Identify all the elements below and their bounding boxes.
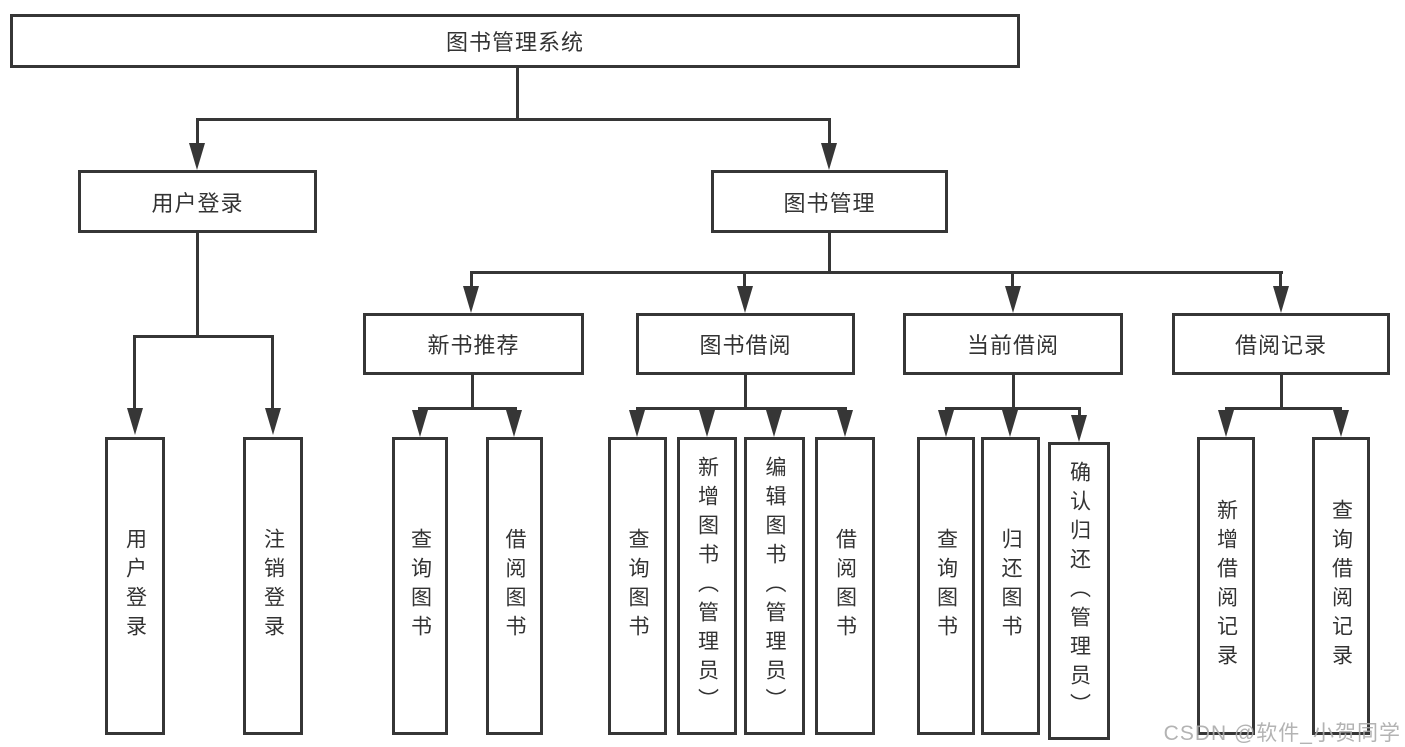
- connector-user-login-children: [133, 335, 274, 338]
- arrow-down-leaf-logout: [265, 408, 281, 435]
- leaf-edit-books-admin-label: 编辑图书（管理员）: [763, 455, 786, 717]
- leaf-user-login-label: 用户登录: [123, 528, 147, 644]
- node-current-borrow: 当前借阅: [903, 313, 1123, 375]
- arrow-down-add-books: [699, 410, 715, 437]
- connector-to-leaf-logout: [271, 335, 274, 410]
- arrow-down-book-borrow: [737, 286, 753, 313]
- connector-recommend-stem: [471, 375, 474, 407]
- leaf-query-books-recommend: 查询图书: [392, 437, 448, 735]
- connector-to-confirm-return: [1078, 407, 1081, 417]
- leaf-query-borrow-record-label: 查询借阅记录: [1329, 499, 1353, 673]
- connector-book-management-stem: [828, 233, 831, 271]
- leaf-query-books-current: 查询图书: [917, 437, 975, 735]
- leaf-borrow-books: 借阅图书: [815, 437, 875, 735]
- node-library-system: 图书管理系统: [10, 14, 1020, 68]
- node-book-borrow: 图书借阅: [636, 313, 855, 375]
- leaf-query-borrow-record: 查询借阅记录: [1312, 437, 1370, 735]
- leaf-query-books-borrow-label: 查询图书: [626, 528, 649, 644]
- arrow-down-add-record: [1218, 410, 1234, 437]
- leaf-add-books-admin-label: 新增图书（管理员）: [695, 455, 719, 717]
- connector-user-login-stem: [196, 233, 199, 335]
- arrow-down-query-recommend: [412, 410, 428, 437]
- node-user-login: 用户登录: [78, 170, 317, 233]
- leaf-query-books-current-label: 查询图书: [934, 528, 958, 644]
- arrow-down-confirm-return: [1071, 415, 1087, 442]
- arrow-down-user-login: [189, 143, 205, 170]
- arrow-down-borrow-records: [1273, 286, 1289, 313]
- arrow-down-query-borrow: [629, 410, 645, 437]
- connector-current-borrow-children: [945, 407, 1081, 410]
- arrow-down-book-management: [821, 143, 837, 170]
- leaf-confirm-return-admin-label: 确认归还（管理员）: [1067, 460, 1091, 722]
- connector-to-current-borrow: [1011, 271, 1014, 289]
- leaf-borrow-books-recommend-label: 借阅图书: [503, 528, 526, 644]
- arrow-down-query-record: [1333, 410, 1349, 437]
- connector-root-stem: [516, 68, 519, 118]
- connector-to-new-book-recommend: [470, 271, 473, 289]
- leaf-borrow-books-recommend: 借阅图书: [486, 437, 543, 735]
- connector-current-borrow-stem: [1012, 375, 1015, 407]
- connector-level1: [196, 118, 831, 121]
- leaf-logout-label: 注销登录: [261, 528, 285, 644]
- leaf-user-login: 用户登录: [105, 437, 165, 735]
- leaf-return-books: 归还图书: [981, 437, 1040, 735]
- leaf-edit-books-admin: 编辑图书（管理员）: [744, 437, 805, 735]
- leaf-return-books-label: 归还图书: [999, 528, 1022, 644]
- connector-to-leaf-user-login: [133, 335, 136, 410]
- connector-to-book-management: [828, 118, 831, 146]
- node-book-management: 图书管理: [711, 170, 948, 233]
- csdn-watermark: CSDN @软件_小贺同学: [1163, 722, 1401, 745]
- leaf-add-borrow-record: 新增借阅记录: [1197, 437, 1255, 735]
- connector-book-borrow-stem: [744, 375, 747, 407]
- connector-borrow-records-children: [1225, 407, 1342, 410]
- arrow-down-return-books: [1002, 410, 1018, 437]
- arrow-down-query-current: [938, 410, 954, 437]
- arrow-down-current-borrow: [1005, 286, 1021, 313]
- leaf-borrow-books-label: 借阅图书: [833, 528, 857, 644]
- connector-level2: [470, 271, 1283, 274]
- connector-borrow-records-stem: [1280, 375, 1283, 407]
- leaf-add-books-admin: 新增图书（管理员）: [677, 437, 737, 735]
- arrow-down-leaf-user-login: [127, 408, 143, 435]
- arrow-down-borrow-books: [837, 410, 853, 437]
- connector-recommend-children: [418, 407, 517, 410]
- connector-to-book-borrow: [743, 271, 746, 289]
- node-new-book-recommend: 新书推荐: [363, 313, 584, 375]
- leaf-query-books-recommend-label: 查询图书: [408, 528, 432, 644]
- leaf-logout: 注销登录: [243, 437, 303, 735]
- connector-book-borrow-children: [636, 407, 847, 410]
- connector-to-user-login: [196, 118, 199, 146]
- leaf-confirm-return-admin: 确认归还（管理员）: [1048, 442, 1110, 740]
- leaf-add-borrow-record-label: 新增借阅记录: [1214, 499, 1238, 673]
- arrow-down-borrow-recommend: [506, 410, 522, 437]
- arrow-down-new-book-recommend: [463, 286, 479, 313]
- arrow-down-edit-books: [766, 410, 782, 437]
- connector-to-borrow-records: [1279, 271, 1282, 289]
- leaf-query-books-borrow: 查询图书: [608, 437, 667, 735]
- node-borrow-records: 借阅记录: [1172, 313, 1390, 375]
